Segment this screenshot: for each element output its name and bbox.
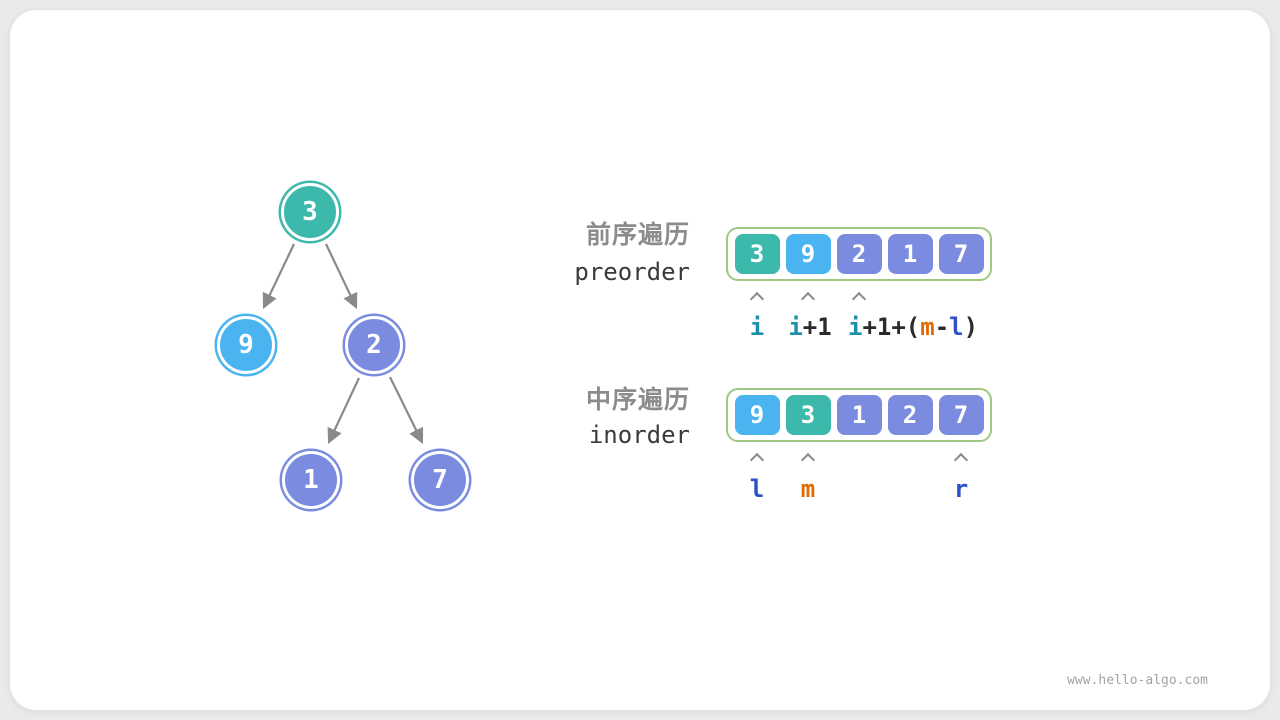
caret-up-icon: [751, 291, 763, 303]
inorder-label-en: inorder: [588, 421, 690, 449]
inorder-array: 9 3 1 2 7: [726, 388, 992, 442]
tree-node-right: 2: [345, 316, 403, 374]
watermark: www.hello-algo.com: [1067, 673, 1208, 688]
preorder-label-en: preorder: [574, 258, 690, 286]
index-i-text: i: [848, 313, 863, 341]
inorder-cell-2: 1: [836, 395, 882, 435]
preorder-cell-3: 1: [887, 234, 933, 274]
inorder-cell-0: 9: [734, 395, 780, 435]
inorder-cell-4: 7: [938, 395, 984, 435]
preorder-cell-2: 2: [836, 234, 882, 274]
preorder-index-expression: i+1+(m-l): [848, 313, 978, 341]
index-m-text: m: [920, 313, 935, 341]
caret-up-icon: [955, 452, 967, 464]
inorder-index-l: l: [749, 475, 765, 503]
preorder-cell-4: 7: [938, 234, 984, 274]
index-i-text: i: [749, 313, 765, 341]
preorder-cell-0: 3: [734, 234, 780, 274]
inorder-index-r: r: [953, 475, 969, 503]
diagram-card: 3 9 2 1 7 前序遍历 preorder 3 9 2 1 7 i i+1 …: [10, 10, 1270, 710]
preorder-label-zh: 前序遍历: [585, 221, 690, 249]
inorder-label-zh: 中序遍历: [585, 386, 690, 414]
tree-edge-2-7: [389, 376, 424, 444]
tree-node-right-left: 1: [282, 451, 340, 509]
caret-up-icon: [751, 452, 763, 464]
tree-edges: [262, 243, 424, 444]
preorder-index-i: i: [750, 313, 764, 341]
caret-up-icon: [802, 452, 814, 464]
index-plain-text: +1: [802, 313, 832, 341]
caret-up-icon: [853, 291, 865, 303]
tree-edge-3-2: [325, 243, 358, 309]
inorder-index-m: m: [800, 475, 816, 503]
inorder-cell-1: 3: [785, 395, 831, 435]
tree-node-left: 9: [217, 316, 275, 374]
index-plain-text: -: [934, 313, 950, 341]
index-l-text: l: [949, 313, 964, 341]
tree-node-root: 3: [281, 183, 339, 241]
index-i-text: i: [788, 313, 803, 341]
preorder-cell-1: 9: [785, 234, 831, 274]
preorder-index-i-plus-1: i+1: [788, 313, 831, 341]
index-plain-text: +1+(: [862, 313, 921, 341]
caret-up-icon: [802, 291, 814, 303]
tree-edge-2-1: [327, 377, 360, 444]
index-plain-text: ): [963, 313, 979, 341]
preorder-array: 3 9 2 1 7: [726, 227, 992, 281]
tree-node-right-right: 7: [411, 451, 469, 509]
tree-edge-3-9: [262, 243, 295, 309]
inorder-cell-3: 2: [887, 395, 933, 435]
